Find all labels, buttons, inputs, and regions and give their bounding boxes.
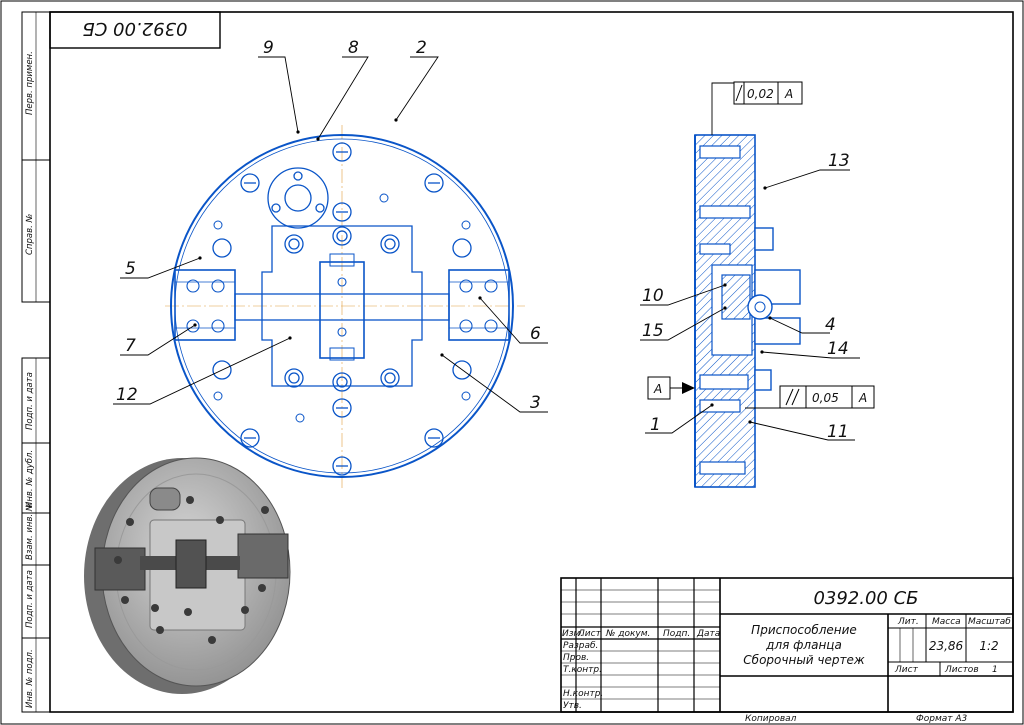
title-block-lines	[560, 577, 1014, 713]
tb-sheets-value: 1	[992, 665, 998, 675]
side-label-vzam: Взам. инв. №	[25, 502, 35, 560]
tolerance-2-value: 0,05	[812, 391, 839, 405]
side-label-podp2: Подп. и дата	[25, 570, 35, 628]
callout-8: 8	[348, 38, 359, 58]
section-leaders	[640, 82, 860, 441]
tb-scale: Масштаб	[968, 617, 1011, 627]
front-view	[165, 125, 525, 488]
side-labels: Перв. примен. Справ. № Подп. и дата Инв.…	[25, 51, 35, 708]
callout-11: 11	[827, 422, 849, 442]
tb-row-tkontr: Т.контр.	[563, 665, 602, 675]
tolerance-1-datum: A	[784, 87, 793, 101]
callout-1: 1	[650, 415, 661, 435]
tb-designation: 0392.00 СБ	[813, 588, 918, 609]
section-view	[694, 134, 801, 488]
callout-3: 3	[530, 393, 541, 413]
tb-row-prov: Пров.	[563, 653, 589, 663]
tb-name-2: для фланца	[765, 638, 842, 652]
callout-15: 15	[642, 321, 664, 341]
front-callouts: 9 8 2 5 7 12 6 3	[116, 38, 541, 413]
callout-6: 6	[530, 324, 541, 344]
tolerance-1-value: 0,02	[747, 87, 774, 101]
tolerance-frame-1: 0,02 A	[733, 81, 803, 105]
tb-col-sign: Подп.	[663, 629, 690, 639]
front-leader-dots	[193, 118, 482, 357]
tb-col-date: Дата	[696, 629, 720, 639]
side-label-sprav: Справ. №	[25, 213, 35, 255]
stamp-number-rotated: 0392.00 СБ	[82, 18, 187, 39]
tb-col-doc: № докум.	[605, 629, 650, 639]
tb-sheets: Листов	[944, 665, 979, 675]
tolerance-2-datum: A	[858, 391, 867, 405]
tb-col-izm: Изм.	[562, 629, 583, 639]
side-label-podl: Инв. № подл.	[25, 649, 35, 708]
callout-7: 7	[125, 336, 136, 356]
side-label-dubl: Инв. № дубл.	[25, 450, 35, 508]
tb-sheet: Лист	[894, 665, 919, 675]
callout-14: 14	[827, 339, 849, 359]
render-3d	[84, 457, 291, 694]
tb-format: Формат A3	[916, 714, 968, 724]
side-label-perv: Перв. примен.	[25, 51, 35, 115]
tb-name-3: Сборочный чертеж	[743, 653, 865, 667]
section-leader-dots	[710, 186, 772, 424]
tb-name-1: Приспособление	[751, 623, 857, 637]
tb-mass-value: 23,86	[929, 639, 964, 653]
front-leaders	[113, 56, 548, 413]
callout-5: 5	[125, 259, 136, 279]
tb-row-razrab: Разраб.	[563, 641, 598, 651]
tb-scale-value: 1:2	[979, 639, 998, 653]
callout-2: 2	[416, 38, 427, 58]
datum-a: A	[647, 376, 695, 400]
side-label-podp1: Подп. и дата	[25, 372, 35, 430]
section-callouts: 13 10 15 4 14 1 11	[642, 151, 850, 442]
datum-a-label: A	[653, 382, 662, 396]
tolerance-frame-2: 0,05 A	[779, 385, 875, 409]
tb-copied: Копировал	[745, 714, 797, 724]
tb-col-list: Лист	[577, 629, 602, 639]
callout-10: 10	[642, 286, 664, 306]
callout-12: 12	[116, 385, 138, 405]
callout-9: 9	[263, 38, 274, 58]
tb-mass: Масса	[932, 617, 961, 627]
tb-row-nkontr: Н.контр.	[563, 689, 603, 699]
tb-row-utv: Утв.	[563, 701, 582, 711]
callout-4: 4	[825, 315, 836, 335]
title-block-text: 0392.00 СБ Приспособление для фланца Сбо…	[562, 588, 1011, 724]
callout-13: 13	[828, 151, 850, 171]
tb-lit: Лит.	[897, 617, 919, 627]
